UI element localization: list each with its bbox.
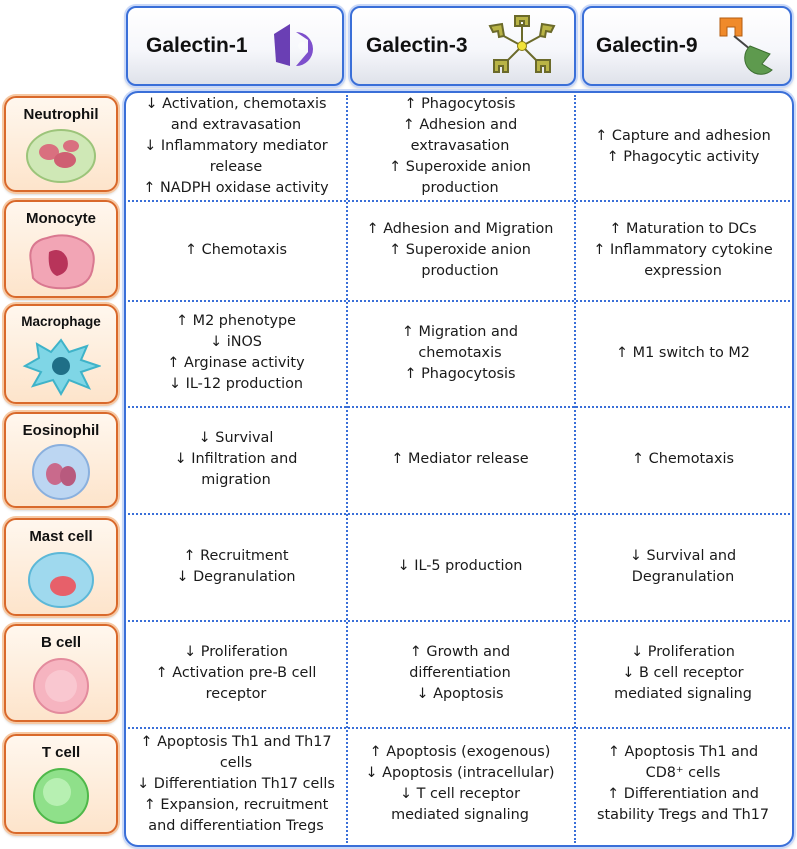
- row-label-text: Monocyte: [25, 210, 96, 227]
- row-label-text: Neutrophil: [23, 106, 99, 123]
- row-label-t-cell: T cell: [4, 734, 118, 834]
- row-label-eosinophil: Eosinophil: [4, 412, 118, 508]
- galectin-9-tandem-repeat-icon: [719, 17, 773, 75]
- row-divider: [128, 300, 790, 302]
- cell-eosinophil-galectin-9: ↑ Chemotaxis: [632, 451, 734, 467]
- cell-monocyte-galectin-3: ↑ Adhesion and Migration ↑ Superoxide an…: [366, 220, 554, 279]
- row-label-text: Mast cell: [29, 528, 93, 545]
- cell-macrophage-galectin-9: ↑ M1 switch to M2: [616, 344, 750, 361]
- header-title: Galectin-1: [146, 34, 248, 57]
- header-title: Galectin-9: [596, 34, 698, 57]
- row-label-b-cell: B cell: [4, 624, 118, 722]
- cell-b-cell-galectin-9: ↓ Proliferation ↓ B cell receptor mediat…: [614, 644, 752, 702]
- header-galectin-9: Galectin-9: [582, 6, 792, 86]
- row-label-neutrophil: Neutrophil: [4, 96, 118, 192]
- macrophage-cell-icon: [22, 338, 101, 396]
- monocyte-cell-icon: [29, 234, 95, 290]
- row-divider: [128, 620, 790, 622]
- row-divider: [128, 513, 790, 515]
- cell-mast-cell-galectin-9: ↓ Survival and Degranulation: [629, 547, 737, 585]
- cell-neutrophil-galectin-9: ↑ Capture and adhesion ↑ Phagocytic acti…: [595, 127, 771, 165]
- cell-monocyte-galectin-1: ↑ Chemotaxis: [185, 241, 287, 258]
- cell-macrophage-galectin-3: ↑ Migration and chemotaxis ↑ Phagocytosi…: [401, 323, 519, 382]
- cell-neutrophil-galectin-3: ↑ Phagocytosis ↑ Adhesion and extravasat…: [389, 96, 531, 196]
- b-cell-icon: [33, 658, 89, 714]
- galectin-1-dimer-icon: [274, 24, 313, 66]
- t-cell-icon: [33, 768, 89, 824]
- header-galectin-3: Galectin-3: [350, 6, 576, 86]
- row-label-text: Macrophage: [21, 314, 101, 329]
- cell-t-cell-galectin-1: ↑ Apoptosis Th1 and Th17 cells ↓ Differe…: [137, 733, 335, 834]
- cell-eosinophil-galectin-1: ↓ Survival ↓ Infiltration and migration: [174, 430, 298, 488]
- galectin-3-pentamer-icon: [488, 15, 556, 73]
- row-divider: [128, 406, 790, 408]
- row-label-mast-cell: Mast cell: [4, 518, 118, 616]
- neutrophil-cell-icon: [26, 129, 96, 183]
- cell-macrophage-galectin-1: ↑ M2 phenotype ↓ iNOS ↑ Arginase activit…: [167, 313, 305, 392]
- mast-cell-icon: [28, 552, 94, 608]
- cell-neutrophil-galectin-1: ↓ Activation, chemotaxis and extravasati…: [143, 96, 329, 196]
- cell-monocyte-galectin-9: ↑ Maturation to DCs ↑ Inflammatory cytok…: [593, 220, 773, 279]
- cell-eosinophil-galectin-3: ↑ Mediator release: [391, 451, 529, 467]
- row-divider: [128, 200, 790, 202]
- cell-mast-cell-galectin-3: ↓ IL-5 production: [397, 558, 523, 574]
- cell-mast-cell-galectin-1: ↑ Recruitment ↓ Degranulation: [176, 547, 296, 585]
- comparison-table: ↓ Activation, chemotaxis and extravasati…: [124, 91, 794, 847]
- cell-t-cell-galectin-9: ↑ Apoptosis Th1 and CD8⁺ cells ↑ Differe…: [596, 744, 770, 823]
- column-divider: [346, 95, 348, 843]
- column-divider: [574, 95, 576, 843]
- row-divider: [128, 727, 790, 729]
- row-label-macrophage: Macrophage: [4, 304, 118, 404]
- header-title: Galectin-3: [366, 34, 468, 57]
- cell-b-cell-galectin-1: ↓ Proliferation ↑ Activation pre-B cell …: [155, 644, 317, 702]
- row-label-text: T cell: [41, 744, 81, 761]
- eosinophil-cell-icon: [32, 444, 90, 500]
- row-label-text: B cell: [40, 634, 82, 651]
- header-galectin-1: Galectin-1: [126, 6, 344, 86]
- row-label-text: Eosinophil: [22, 422, 100, 439]
- cell-t-cell-galectin-3: ↑ Apoptosis (exogenous) ↓ Apoptosis (int…: [365, 744, 555, 823]
- cell-b-cell-galectin-3: ↑ Growth and differentiation ↓ Apoptosis: [409, 644, 511, 702]
- row-label-monocyte: Monocyte: [4, 200, 118, 298]
